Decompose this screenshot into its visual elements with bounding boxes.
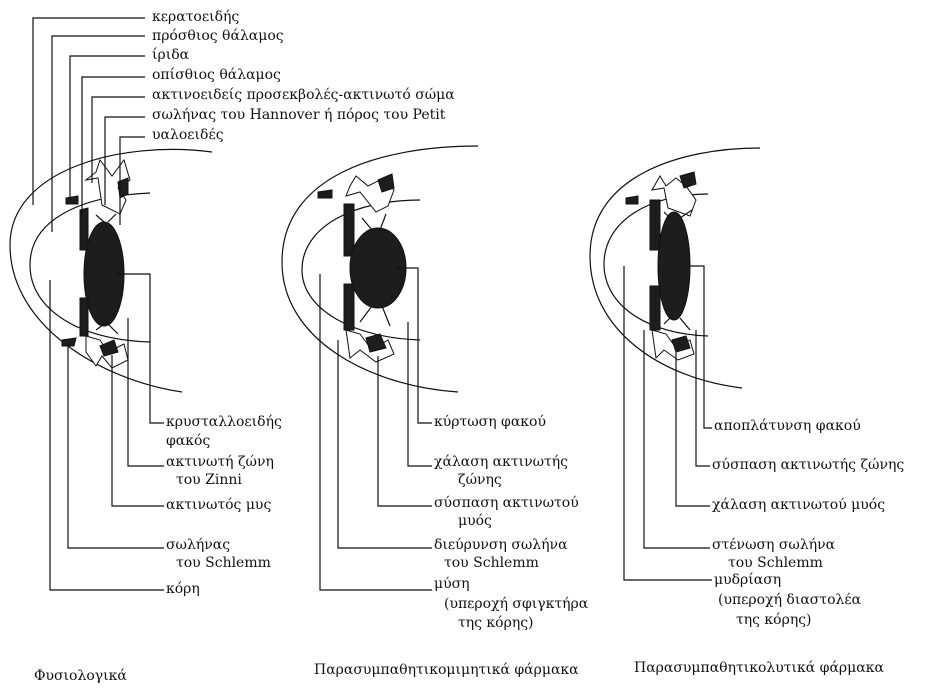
- label-zonule-contraction: σύσπαση ακτινωτής ζώνης: [712, 457, 904, 474]
- label-mydriasis: μυδρίαση: [714, 572, 781, 589]
- label-canal-narrowing: στένωση σωλήνα: [712, 537, 835, 554]
- label-ciliary-body: ακτινοειδείς προσεκβολές-ακτινωτό σώμα: [152, 87, 455, 104]
- caption-parasympatholytic: Παρασυμπαθητικολυτικά φάρμακα: [634, 660, 884, 676]
- label-miosis-2: (υπεροχή σφιγκτήρα: [444, 596, 588, 613]
- label-muscle-relaxation: χάλαση ακτινωτού μυός: [712, 497, 885, 514]
- label-miosis-3: της κόρης): [458, 615, 534, 632]
- label-pupil: κόρη: [166, 581, 200, 598]
- label-lens-convexity: κύρτωση φακού: [434, 414, 546, 431]
- label-mydriasis-3: της κόρης): [736, 612, 812, 629]
- label-canal-of-petit: σωλήνας του Hannover ή πόρος του Petit: [152, 107, 445, 124]
- label-of-zinn: του Zinni: [176, 472, 242, 489]
- label-crystalline: κρυσταλλοειδής: [166, 414, 282, 431]
- label-ciliary-muscle: ακτινωτός μυς: [166, 497, 271, 514]
- label-lens: φακός: [166, 433, 210, 450]
- eye-diagram-parasympathomimetic: [282, 146, 478, 590]
- label-cornea: κερατοειδής: [152, 9, 239, 26]
- eye-diagram-parasympatholytic: [590, 148, 760, 580]
- label-canal-widening-2: του Schlemm: [444, 555, 539, 572]
- caption-parasympathomimetic: Παρασυμπαθητικομιμητικά φάρμακα: [314, 662, 579, 678]
- label-muscle-contraction: σύσπαση ακτινωτού: [434, 495, 579, 512]
- label-zonule-relaxation: χάλαση ακτινωτής: [434, 454, 568, 471]
- label-posterior-chamber: οπίσθιος θάλαμος: [152, 67, 281, 84]
- label-canal: σωλήνας: [166, 537, 230, 554]
- label-anterior-chamber: πρόσθιος θάλαμος: [152, 28, 284, 45]
- label-lens-flattening: αποπλάτυνση φακού: [714, 418, 861, 435]
- label-canal-widening: διεύρυνση σωλήνα: [434, 537, 568, 554]
- label-muscle-contraction-2: μυός: [458, 513, 492, 530]
- label-iris: ίριδα: [152, 47, 189, 64]
- label-canal-narrowing-2: του Schlemm: [728, 555, 823, 572]
- label-vitreous: υαλοειδές: [152, 127, 224, 144]
- label-zonule: ακτινωτή ζώνη: [166, 454, 274, 471]
- label-miosis: μύση: [434, 576, 470, 593]
- label-mydriasis-2: (υπεροχή διαστολέα: [718, 592, 861, 609]
- label-of-schlemm: του Schlemm: [176, 555, 271, 572]
- label-zonule-relaxation-2: ζώνης: [458, 472, 502, 489]
- caption-normal: Φυσιολογικά: [34, 668, 127, 684]
